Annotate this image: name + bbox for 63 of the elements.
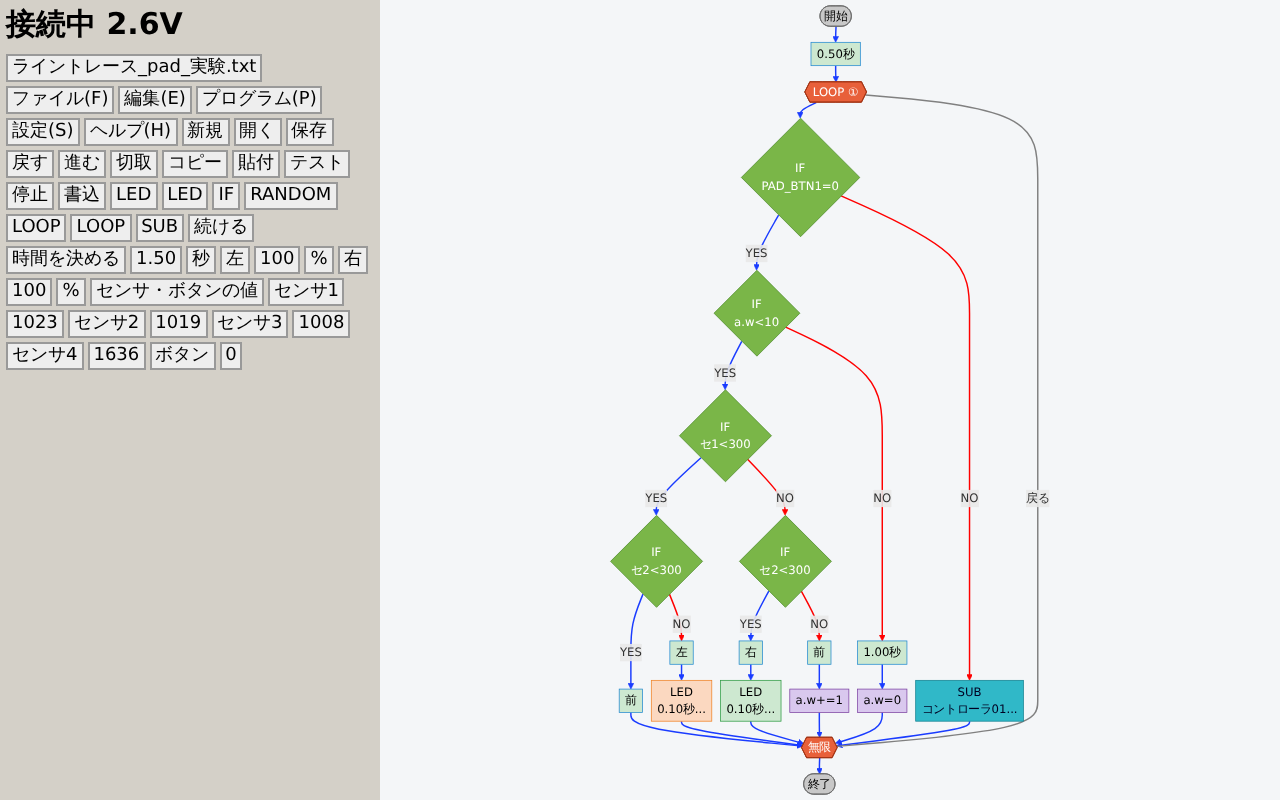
ui-label: センサ・ボタンの値 xyxy=(89,278,264,306)
ui-label: テスト xyxy=(284,150,350,178)
ui-label: 1023 xyxy=(6,310,64,338)
ui-label: IF xyxy=(212,182,241,210)
ui-label: センサ4 xyxy=(6,342,84,370)
ui-label: % xyxy=(304,246,334,274)
arrow xyxy=(797,101,817,119)
arrow xyxy=(816,757,823,775)
connector xyxy=(836,94,1039,748)
ui-label: 戻す xyxy=(6,150,54,178)
ui-label: センサ1 xyxy=(267,278,345,306)
arrow xyxy=(753,214,780,271)
ui-label: ファイル(F) xyxy=(6,86,115,114)
ui-label: センサ2 xyxy=(67,310,146,338)
arrow xyxy=(816,663,823,690)
arrow xyxy=(832,64,839,83)
ui-label: 進む xyxy=(58,150,106,178)
ui-label: SUB xyxy=(135,214,185,242)
arrow xyxy=(835,711,883,745)
ui-label: 切取 xyxy=(110,150,158,178)
ui-label: RANDOM xyxy=(244,182,338,210)
arrow xyxy=(680,720,804,748)
ui-label: 0 xyxy=(219,342,243,370)
arrow xyxy=(879,663,886,690)
arrow xyxy=(832,25,839,43)
ui-label: 貼付 xyxy=(232,150,280,178)
arrow xyxy=(816,711,823,738)
arrow xyxy=(630,711,803,749)
ui-label: センサ3 xyxy=(211,310,289,338)
ui-label: 1008 xyxy=(292,310,351,338)
ui-label: 右 xyxy=(337,246,368,274)
arrow xyxy=(836,720,971,749)
ui-label: 100 xyxy=(6,278,53,306)
ui-label: ヘルプ(H) xyxy=(83,118,178,146)
ui-label: 設定(S) xyxy=(6,118,80,146)
ui-label: ボタン xyxy=(149,342,216,370)
ui-label: 100 xyxy=(254,246,301,274)
ui-label: LOOP xyxy=(6,214,67,242)
ui-label: 1019 xyxy=(149,310,208,338)
ui-label: % xyxy=(56,278,86,306)
ui-label: コピー xyxy=(162,150,228,178)
ui-label: 時間を決める xyxy=(6,246,126,274)
ui-label: LED xyxy=(161,182,209,210)
ui-label: 新規 xyxy=(181,118,230,146)
ui-label: 開く xyxy=(233,118,282,146)
ui-label: ライントレース_pad_実験.txt xyxy=(6,54,263,82)
ui-label: 秒 xyxy=(186,246,217,274)
ui-label: LED xyxy=(110,182,158,210)
arrow xyxy=(750,720,805,746)
ui-label: 保存 xyxy=(285,118,334,146)
arrow xyxy=(840,195,973,681)
ui-label: 停止 xyxy=(6,182,54,210)
ui-label: 1.50 xyxy=(130,246,183,274)
ui-label: 左 xyxy=(220,246,251,274)
ui-label: LOOP xyxy=(70,214,132,242)
arrow xyxy=(747,663,754,681)
ui-label: 編集(E) xyxy=(118,86,192,114)
ui-label: 1636 xyxy=(87,342,146,370)
ui-label: プログラム(P) xyxy=(195,86,323,114)
arrow xyxy=(627,593,644,690)
ui-label: 続ける xyxy=(188,214,255,242)
ui-label: 書込 xyxy=(58,182,106,210)
connection-status: 接続中 2.6V xyxy=(6,6,185,44)
